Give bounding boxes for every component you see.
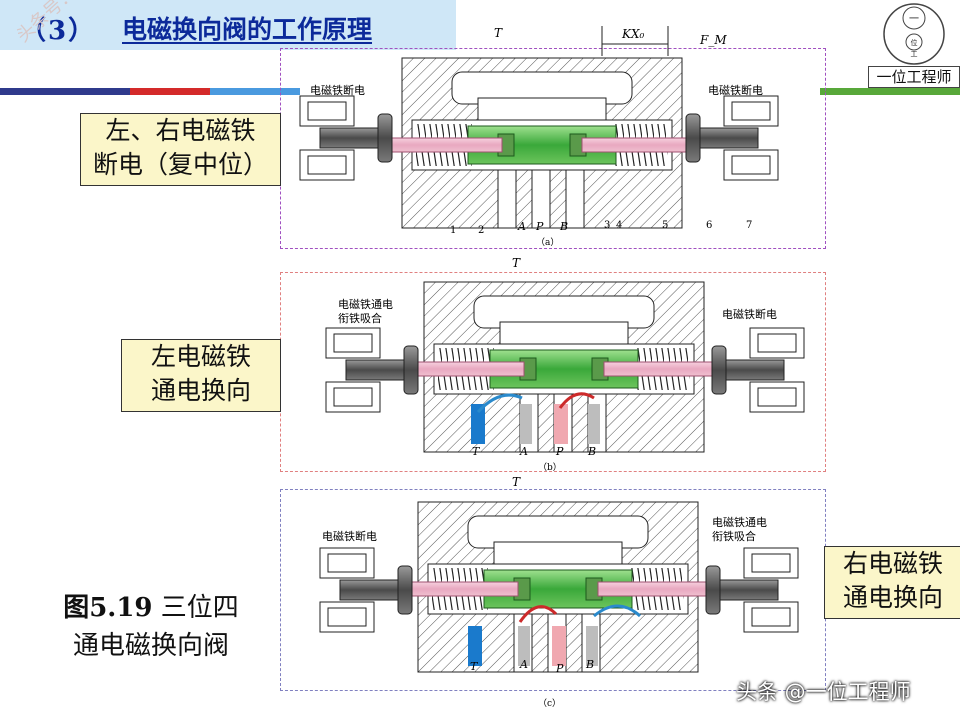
panel-b-port-A: A: [519, 445, 528, 458]
panel-a-port-A: A: [517, 220, 526, 233]
stripe-segment-green: [820, 88, 960, 95]
panel-c-left-status: 电磁铁断电: [322, 529, 377, 543]
panel-a-T-label: T: [494, 26, 503, 40]
port-t-flow-b: [471, 404, 485, 444]
panel-c-port-P: P: [555, 662, 564, 675]
svg-text:位: 位: [911, 38, 918, 47]
figure-caption-line2: 通电磁换向阀: [72, 631, 229, 661]
panel-b-T-label: T: [512, 256, 521, 270]
panel-c-port-B: B: [585, 658, 594, 671]
panel-a-state-line2: 断电（复中位）: [92, 150, 268, 179]
logo-text: 一位工程师: [868, 66, 960, 88]
panel-c-drawing: [319, 501, 799, 673]
panel-a-sub: （a）: [536, 237, 559, 248]
panel-c-right-status-1: 电磁铁通电: [712, 516, 767, 529]
color-stripe: [0, 88, 960, 95]
panel-b-state-line1: 左电磁铁: [150, 342, 251, 371]
panel-c-right-status-2: 衔铁吸合: [712, 529, 756, 543]
section-number: （3）: [20, 16, 97, 46]
panel-a-drawing: [299, 57, 779, 229]
panel-a-port-B: B: [559, 220, 568, 233]
panel-b-left-status-2: 衔铁吸合: [338, 311, 382, 325]
panel-b-port-B: B: [587, 445, 596, 458]
panel-a-kx-label: KX₀: [621, 27, 645, 41]
title-bar: [0, 0, 456, 50]
panel-b-port-T: T: [472, 445, 481, 458]
panel-a-fm-label: F_M: [699, 33, 727, 47]
panel-b-right-status: 电磁铁断电: [722, 307, 777, 321]
svg-text:一: 一: [909, 14, 919, 25]
panel-c-port-T: T: [470, 660, 479, 673]
panel-a-num-3: 3: [604, 220, 610, 231]
stripe-segment-light-blue: [210, 88, 300, 95]
panel-a-state-line1: 左、右电磁铁: [105, 116, 256, 145]
panel-a-num-1: 1: [450, 225, 456, 236]
panel-c-T-label: T: [512, 475, 521, 489]
panel-b-sub: （b）: [538, 462, 562, 473]
panel-a-num-5: 5: [662, 220, 668, 231]
panel-a-num-2: 2: [478, 225, 484, 236]
panel-a-num-7: 7: [746, 220, 752, 231]
panel-a-port-P: P: [535, 220, 544, 233]
panel-c-sub: （c）: [538, 698, 561, 709]
panel-b-state-line2: 通电换向: [150, 376, 251, 405]
panel-a-num-6: 6: [706, 220, 712, 231]
figure-number: 图5.19: [63, 593, 153, 623]
panel-b-drawing: [325, 281, 805, 453]
stripe-segment-red: [130, 88, 210, 95]
flow-arrow-red-b: [558, 392, 595, 409]
svg-text:工: 工: [911, 50, 918, 58]
panel-c-state-line1: 右电磁铁: [842, 549, 943, 578]
flow-arrow-blue-c: [593, 604, 642, 618]
panel-c-port-A: A: [519, 658, 528, 671]
page-title: 电磁换向阀的工作原理: [122, 15, 373, 44]
flow-arrow-blue-b: [476, 393, 523, 414]
stripe-segment-dark-blue: [0, 88, 130, 95]
flow-arrow-red-c: [518, 605, 558, 623]
panel-a-num-4: 4: [616, 220, 622, 231]
panel-c-state-line2: 通电换向: [842, 583, 943, 612]
panel-b-port-P: P: [555, 445, 564, 458]
panel-b-left-status-1: 电磁铁通电: [338, 298, 393, 311]
figure-caption: 图5.19 三位四 通电磁换向阀: [36, 589, 266, 665]
panel-a-left-status: 电磁铁断电: [310, 83, 365, 97]
figure-caption-line1: 图5.19 三位四: [36, 589, 266, 627]
panel-b-state-label: 左电磁铁 通电换向: [121, 339, 281, 412]
panel-a-right-status: 电磁铁断电: [708, 83, 763, 97]
footer-credit: 头条 @一位工程师: [736, 680, 911, 704]
panel-c-state-label: 右电磁铁 通电换向: [824, 546, 960, 619]
panel-a-state-label: 左、右电磁铁 断电（复中位）: [80, 113, 281, 186]
logo-seal-icon: 一 位 工: [883, 3, 945, 65]
figure-caption-line1-rest: 三位四: [160, 593, 239, 623]
